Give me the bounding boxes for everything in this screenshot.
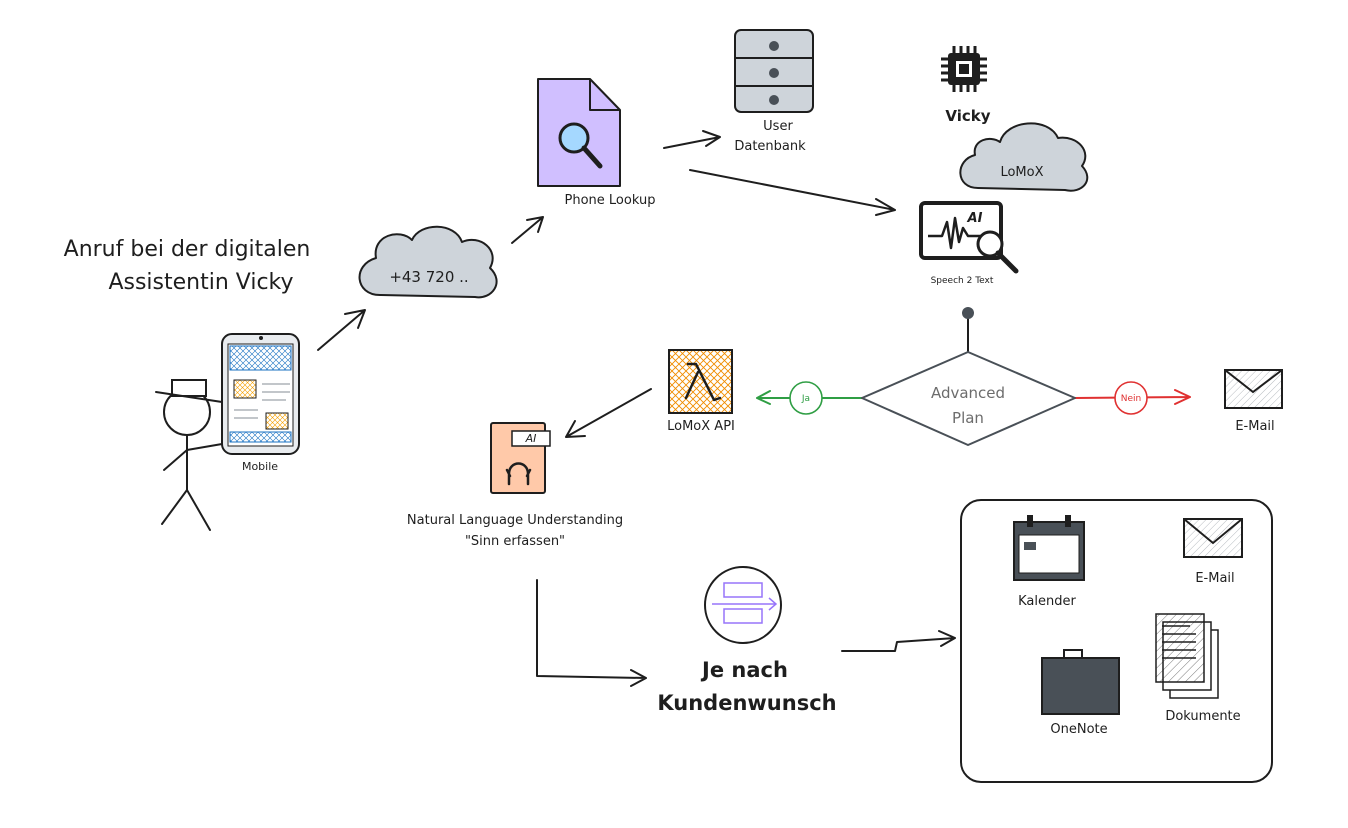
- decision-line2: Plan: [952, 409, 984, 427]
- speech-to-text-label: Speech 2 Text: [931, 276, 994, 286]
- lomox-cloud-label: LoMoX: [1000, 165, 1043, 180]
- no-badge-label: Nein: [1121, 394, 1141, 404]
- arrow-caller-to-number: [317, 309, 366, 351]
- nlu-ai-badge: AI: [525, 432, 537, 445]
- arrows: [317, 130, 969, 687]
- onenote-label: OneNote: [1050, 722, 1107, 737]
- briefcase-icon: [1041, 649, 1120, 715]
- phone-lookup-label: Phone Lookup: [565, 193, 656, 208]
- nlu-icon: AI: [490, 422, 551, 494]
- stick-figure-icon: [155, 379, 223, 531]
- decision-line1: Advanced: [931, 384, 1005, 402]
- documents-label: Dokumente: [1165, 709, 1240, 724]
- chip-icon: [941, 46, 987, 92]
- email-out-label: E-Mail: [1235, 419, 1274, 434]
- router-icon: [704, 566, 782, 644]
- user-db-label-line2: Datenbank: [734, 139, 806, 154]
- phone-lookup-icon: [537, 78, 621, 187]
- vicky-label: Vicky: [945, 107, 990, 125]
- yes-badge-label: Ja: [801, 394, 810, 404]
- arrow-lookup-to-db: [663, 130, 721, 149]
- documents-icon: [1155, 613, 1219, 699]
- lomox-api-label: LoMoX API: [667, 419, 735, 434]
- router-label-line2: Kundenwunsch: [657, 691, 836, 715]
- decision-diamond: Advanced Plan: [861, 351, 1076, 446]
- calendar-label: Kalender: [1018, 594, 1076, 609]
- arrow-router-to-targets: [841, 630, 956, 652]
- envelope-icon: [1224, 369, 1283, 409]
- calendar-icon: [1013, 515, 1085, 581]
- router-label-line1: Je nach: [700, 658, 788, 682]
- mobile-phone-icon: [221, 333, 300, 455]
- email-target-label: E-Mail: [1195, 571, 1234, 586]
- no-badge: [1114, 381, 1148, 415]
- yes-badge: [789, 381, 823, 415]
- arrow-lookup-to-speech: [689, 169, 896, 216]
- decision-pin: [962, 307, 974, 319]
- phone-number-text: +43 720 ..: [389, 268, 468, 286]
- caller-heading-line1: Anruf bei der digitalen: [64, 237, 311, 262]
- mobile-label: Mobile: [242, 460, 278, 473]
- arrow-nlu-to-router: [536, 579, 647, 687]
- arrow-api-to-nlu: [565, 388, 652, 438]
- lomox-cloud: LoMoX: [959, 122, 1089, 192]
- email-target-icon: [1183, 518, 1243, 558]
- caller-heading-line2: Assistentin Vicky: [108, 270, 293, 295]
- caller-heading: Anruf bei der digitalen Assistentin Vick…: [64, 237, 311, 295]
- speech-to-text-icon: AI: [919, 201, 1019, 274]
- lambda-icon: [668, 349, 733, 414]
- user-db-label-line1: User: [763, 119, 793, 134]
- nlu-label-line2: "Sinn erfassen": [465, 534, 565, 549]
- speech-ai-badge: AI: [967, 211, 983, 226]
- phone-number-cloud: +43 720 ..: [358, 225, 498, 299]
- nlu-label-line1: Natural Language Understanding: [407, 513, 623, 528]
- arrow-number-to-lookup: [511, 216, 544, 244]
- database-icon: [734, 29, 814, 113]
